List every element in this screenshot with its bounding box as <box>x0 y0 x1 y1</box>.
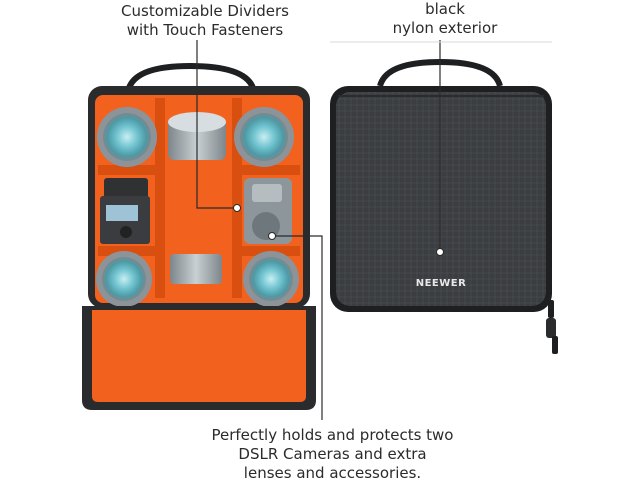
caption-exterior: black nylon exterior <box>350 0 540 38</box>
caption-holds: Perfectly holds and protects two DSLR Ca… <box>205 426 460 483</box>
callout-dividers <box>196 40 236 209</box>
zipper-pull-icon <box>546 300 558 354</box>
open-bag <box>82 40 323 420</box>
caption-dividers: Customizable Dividers with Touch Fastene… <box>110 2 300 40</box>
bag-handle <box>125 62 257 93</box>
bag-lid <box>82 306 316 410</box>
lens-top-left <box>97 107 157 167</box>
caption-holds-line1: Perfectly holds and protects two <box>211 426 454 444</box>
caption-dividers-line1: Customizable Dividers <box>121 2 289 20</box>
flash-unit <box>100 178 150 244</box>
brand-logo: NEEWER <box>416 278 467 289</box>
callout-holds <box>272 235 323 420</box>
caption-exterior-line2: nylon exterior <box>392 19 498 37</box>
lens-bottom-left <box>96 251 152 307</box>
lens-bottom-right <box>243 251 299 307</box>
caption-dividers-line2: with Touch Fasteners <box>126 21 284 39</box>
caption-exterior-line1: black <box>425 0 465 18</box>
bag-dividers <box>98 98 300 298</box>
caption-holds-line3: lenses and accessories. <box>243 464 422 482</box>
lens-top-right <box>234 107 294 167</box>
closed-bag: NEEWER <box>330 40 558 354</box>
camera-body <box>244 178 292 244</box>
caption-holds-line2: DSLR Cameras and extra <box>238 445 427 463</box>
